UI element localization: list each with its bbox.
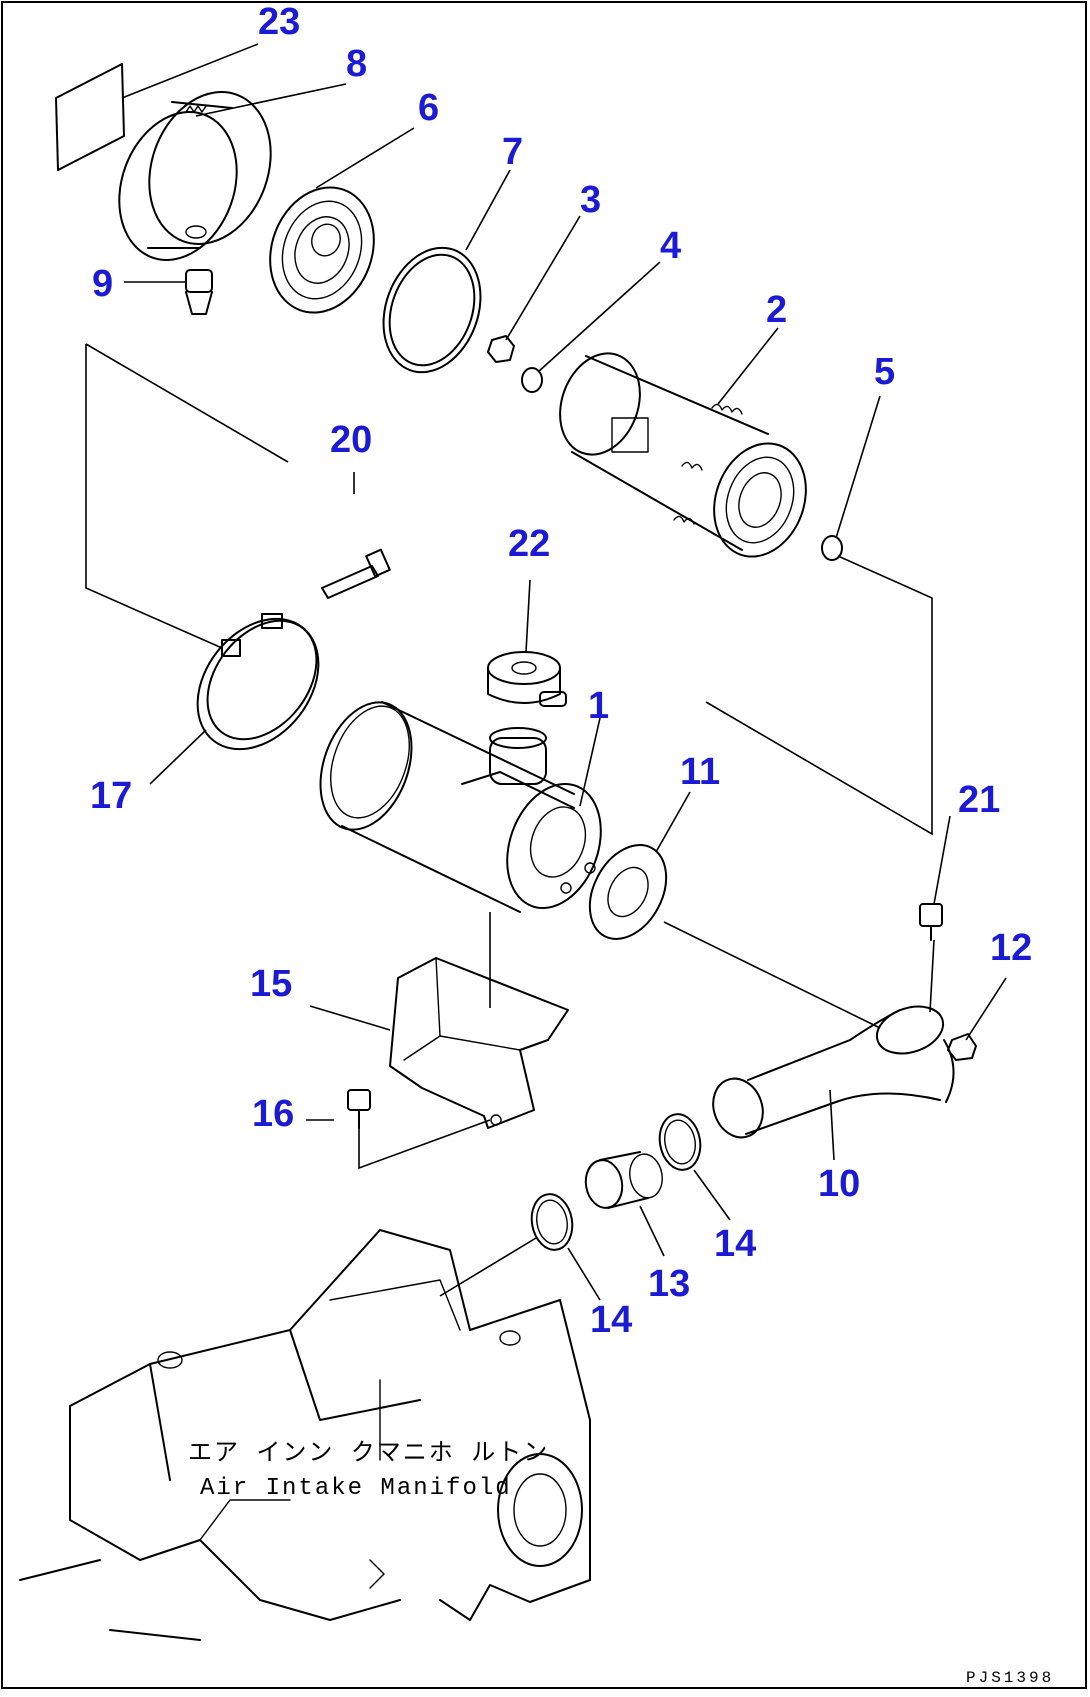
callout-8: 8 [346,43,367,85]
part-4-washer [521,367,543,393]
callout-22: 22 [508,523,550,565]
callout-6: 6 [418,87,439,129]
callout-16: 16 [252,1093,294,1135]
part-20-bolt [321,548,391,599]
annotation-english: Air Intake Manifold [200,1475,512,1502]
callout-21: 21 [958,779,1000,821]
callout-labels: 23 8 6 7 3 4 2 5 9 20 22 1 11 17 21 12 1… [90,1,1032,1341]
leader-lines [85,43,1007,1301]
part-5-nut [821,535,843,561]
callout-17: 17 [90,775,132,817]
callout-10: 10 [818,1163,860,1205]
engine-intake-manifold [19,1229,591,1641]
part-14-clamp-lower [530,1193,574,1251]
part-15-bracket [389,957,569,1129]
part-14-clamp-upper [658,1113,702,1171]
callout-23: 23 [258,1,300,43]
callout-14-upper: 14 [714,1223,756,1265]
part-7-ring [382,246,482,374]
part-16-bolt [347,1089,371,1129]
annotation-japanese: エア インン クマニホ ルトン [188,1440,549,1468]
callout-5: 5 [874,351,895,393]
callout-1: 1 [588,685,609,727]
callout-3: 3 [580,179,601,221]
part-1-air-cleaner-body [319,701,602,913]
part-6-cover [269,186,375,314]
callout-14-lower: 14 [590,1299,632,1341]
part-11-gasket [588,844,668,940]
callout-12: 12 [990,927,1032,969]
part-21-sensor [919,903,943,941]
part-2-filter-element [559,352,807,558]
callout-15: 15 [250,963,292,1005]
callout-7: 7 [502,131,523,173]
callout-2: 2 [766,289,787,331]
callout-11: 11 [680,751,720,793]
part-22-cap [487,651,567,707]
callout-9: 9 [92,263,113,305]
callout-4: 4 [660,225,681,267]
callout-20: 20 [330,419,372,461]
callout-13: 13 [648,1263,690,1305]
drawing-code: PJS1398 [966,1669,1054,1687]
part-12-fitting [947,1033,977,1061]
part-13-hose [584,1151,663,1209]
part-23-label-sheet [55,63,125,171]
part-9-valve [185,269,213,315]
part-3-nut [487,335,515,363]
